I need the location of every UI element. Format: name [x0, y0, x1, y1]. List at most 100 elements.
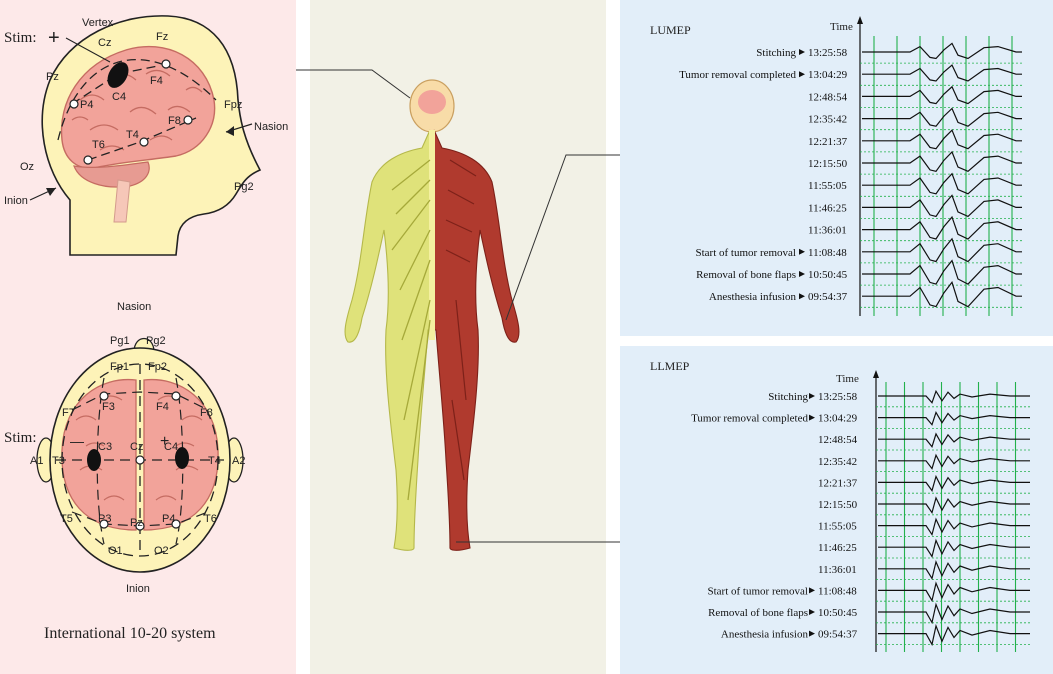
electrode-f4-side	[161, 59, 171, 69]
llmep-panel-bg	[620, 346, 1053, 674]
lumep-event-label-3: Removal of bone flaps	[696, 269, 796, 281]
llmep-event-arrowhead-1	[809, 414, 815, 421]
body-figure	[344, 79, 520, 551]
lumep-trace-11	[862, 281, 1022, 308]
electrode-label-top-c4-12: C4	[164, 441, 178, 453]
lumep-event-label-4: Anesthesia infusion	[709, 291, 797, 303]
llmep-event-arrowhead-3	[809, 609, 815, 615]
electrode-cz-top	[135, 455, 145, 465]
llmep-time-8: 11:36:01	[818, 564, 857, 576]
electrode-f8-side	[183, 115, 193, 125]
llmep-event-label-4: Anesthesia infusion	[721, 629, 809, 641]
side-brain	[60, 45, 216, 223]
electrode-label-top-t5-15: T5	[60, 513, 73, 525]
electrode-label-top-c3-10: C3	[98, 441, 112, 453]
llmep-event-label-1: Tumor removal completed	[691, 413, 808, 425]
side-head-diagram	[29, 15, 262, 256]
llmep-time-axis-arrow	[873, 370, 879, 378]
stim-side-plus: +	[48, 27, 60, 49]
lumep-event-label-2: Start of tumor removal	[695, 247, 796, 259]
lumep-event-arrowhead-3	[799, 271, 805, 277]
system-caption: International 10-20 system	[44, 625, 216, 642]
llmep-time-7: 11:46:25	[818, 542, 857, 554]
llmep-trace-8	[878, 560, 1030, 581]
llmep-event-arrowhead-0	[809, 393, 815, 399]
lumep-trace-4	[862, 129, 1022, 150]
llmep-time-10: 10:50:45	[818, 607, 858, 619]
lumep-time-3: 12:35:42	[808, 114, 847, 126]
lumep-time-6: 11:55:05	[808, 180, 847, 192]
electrode-label-top-cz-11: Cz	[130, 441, 143, 453]
llmep-trace-1	[878, 411, 1030, 426]
llmep-trace-0	[878, 389, 1030, 404]
side-arc-temporal	[87, 117, 197, 161]
llmep-time-11: 09:54:37	[818, 629, 858, 641]
electrode-f3-top	[99, 391, 109, 401]
llmep-trace-4	[878, 474, 1030, 492]
electrode-label-side-f4: F4	[150, 75, 163, 87]
electrode-label-top-f4-6: F4	[156, 401, 169, 413]
nerve-half	[344, 129, 431, 551]
stim-side-label: Stim:	[4, 30, 37, 46]
lumep-panel-bg	[620, 0, 1053, 336]
llmep-time-5: 12:15:50	[818, 499, 858, 511]
body-brain	[418, 90, 446, 114]
llmep-trace-5	[878, 496, 1030, 514]
vertex-label: Vertex	[82, 17, 114, 29]
lumep-chart: LUMEP Time 13:25:5813:04:2912:48:5412:35…	[650, 16, 1022, 316]
electrode-label-top-f7-4: F7	[62, 407, 75, 419]
lumep-time-axis-arrow	[857, 16, 863, 24]
lumep-time-2: 12:48:54	[808, 91, 848, 103]
lumep-time-10: 10:50:45	[808, 269, 848, 281]
lumep-event-arrowhead-0	[799, 49, 805, 55]
electrode-label-top-f8-7: F8	[200, 407, 213, 419]
electrode-label-side-fz: Fz	[156, 31, 168, 43]
lumep-trace-3	[862, 107, 1022, 127]
top-nasion-label: Nasion	[117, 301, 151, 313]
stim-top-label: Stim:	[4, 430, 37, 446]
inion-side-label: Inion	[4, 195, 28, 207]
electrode-label-top-a1-8: A1	[30, 455, 43, 467]
electrode-p3-top	[99, 519, 109, 529]
lumep-event-arrowhead-2	[799, 248, 805, 255]
llmep-trace-3	[878, 453, 1030, 470]
llmep-event-label-0: Stitching	[768, 391, 808, 403]
electrode-label-side-t6: T6	[92, 139, 105, 151]
side-arc-outer	[57, 58, 217, 141]
lumep-time-8: 11:36:01	[808, 225, 847, 237]
llmep-time-9: 11:08:48	[818, 585, 857, 597]
lumep-title: LUMEP	[650, 23, 691, 37]
electrode-pz-top	[135, 521, 145, 531]
muscle-half	[433, 129, 520, 551]
lumep-trace-7	[862, 194, 1022, 218]
electrode-f4-top	[171, 391, 181, 401]
electrode-label-top-fp2-3: Fp2	[148, 361, 167, 373]
electrode-p4-side	[69, 99, 79, 109]
lumep-time-9: 11:08:48	[808, 247, 847, 259]
stim-top-plus: +	[160, 433, 169, 450]
llmep-trace-7	[878, 538, 1030, 558]
electrode-label-top-t6-19: T6	[204, 513, 217, 525]
lumep-event-label-0: Stitching	[756, 47, 796, 59]
electrode-t6-side	[83, 155, 93, 165]
electrode-label-top-fp1-2: Fp1	[110, 361, 129, 373]
llmep-time-3: 12:35:42	[818, 456, 857, 468]
top-inion-label: Inion	[126, 583, 150, 595]
llmep-time-0: 13:25:58	[818, 391, 858, 403]
electrode-label-side-cz: Cz	[98, 37, 111, 49]
connector-upper-limb	[505, 154, 620, 321]
electrode-label-side-f8: F8	[168, 115, 181, 127]
electrode-p4-top	[171, 519, 181, 529]
electrode-label-top-a2-14: A2	[232, 455, 245, 467]
electrode-label-side-fpz: Fpz	[224, 99, 242, 111]
llmep-trace-10	[878, 602, 1030, 625]
brainstem	[113, 179, 131, 223]
lumep-event-arrowhead-1	[799, 71, 805, 78]
electrode-label-top-p4-18: P4	[162, 513, 175, 525]
llmep-trace-2	[878, 432, 1030, 448]
cerebellum	[73, 161, 150, 188]
llmep-trace-9	[878, 581, 1030, 603]
llmep-event-arrowhead-4	[809, 630, 815, 637]
lumep-trace-1	[862, 64, 1022, 82]
